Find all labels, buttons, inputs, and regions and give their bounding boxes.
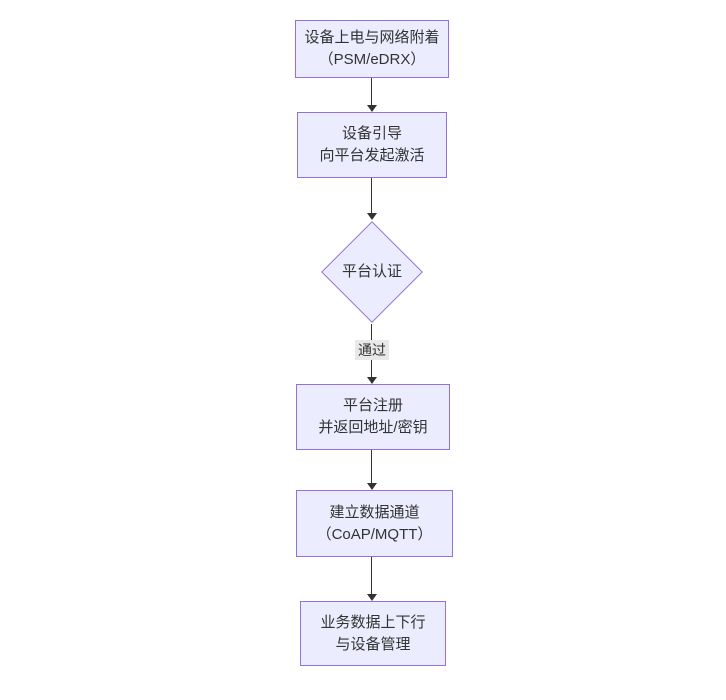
node-label-line: （PSM/eDRX） [318, 51, 426, 68]
node-label-line: 平台注册 [342, 397, 403, 414]
node-label-line: 建立数据通道 [329, 503, 420, 521]
node-register: 平台注册 并返回地址/密钥 [296, 384, 450, 450]
connector-line [371, 557, 372, 594]
node-label-line: （CoAP/MQTT） [316, 525, 433, 543]
connector-line [371, 450, 372, 483]
node-label-line: 设备上电与网络附着 [304, 29, 440, 46]
node-label-line: 业务数据上下行 [320, 613, 426, 631]
node-bootstrap: 设备引导 向平台发起激活 [297, 112, 447, 178]
arrow-down-icon [367, 377, 377, 384]
node-label-line: 向平台发起激活 [319, 147, 425, 164]
edge-label-pass: 通过 [355, 340, 389, 360]
connector-line [371, 178, 372, 213]
arrow-down-icon [367, 213, 377, 220]
arrow-down-icon [367, 483, 377, 490]
node-power-on: 设备上电与网络附着 （PSM/eDRX） [295, 20, 449, 78]
node-label-line: 并返回地址/密钥 [318, 419, 428, 436]
arrow-down-icon [367, 105, 377, 112]
connector-line [371, 78, 372, 105]
node-business-data: 业务数据上下行 与设备管理 [300, 601, 446, 666]
node-label-line: 与设备管理 [335, 635, 411, 653]
node-label-line: 设备引导 [341, 125, 402, 142]
arrow-down-icon [367, 594, 377, 601]
node-data-channel: 建立数据通道 （CoAP/MQTT） [296, 490, 453, 557]
decision-node-label: 平台认证 [341, 263, 402, 280]
